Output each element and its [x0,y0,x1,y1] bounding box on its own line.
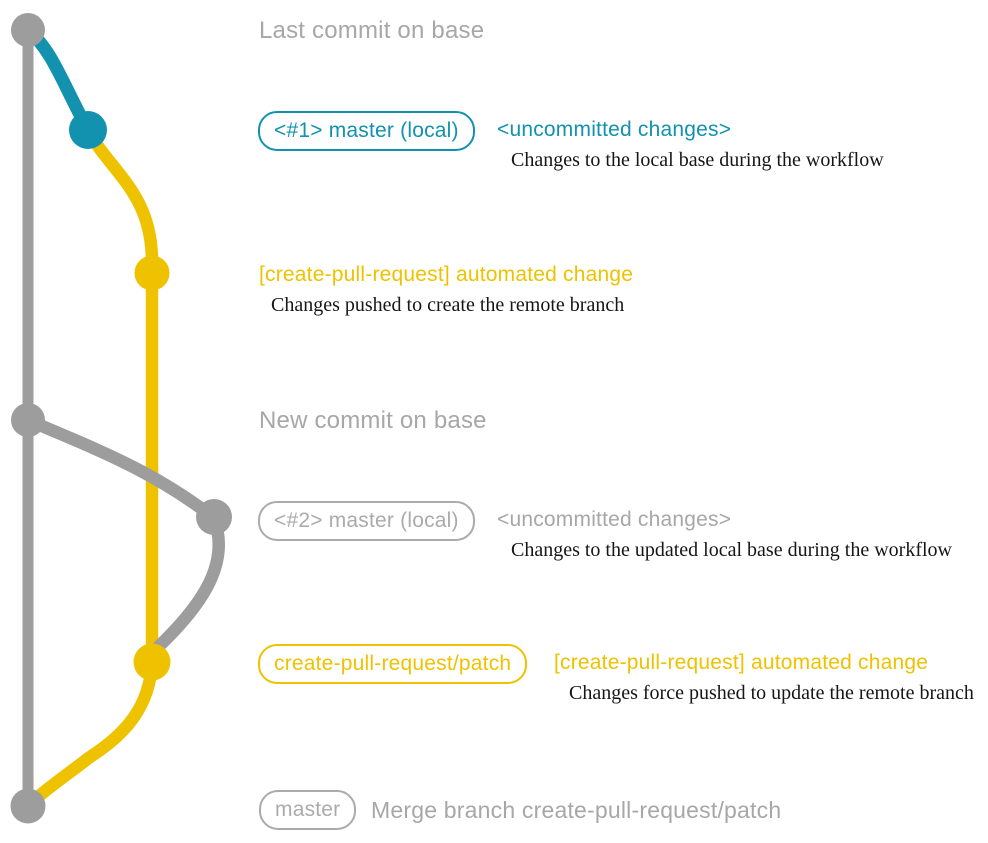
annotation-automated-change-1: [create-pull-request] automated change [259,263,634,286]
commit-node-base-tip [11,13,45,47]
commit-node-base-new [11,403,45,437]
caption-new-commit-on-base: New commit on base [259,407,487,434]
branch-label-master-local-1-text: <#1> master (local) [258,111,475,152]
commit-node-patch-1 [134,255,170,291]
commit-node-local-2 [196,499,232,535]
annotation-automated-change-2: [create-pull-request] automated change [554,651,929,674]
description-local-base-2: Changes to the updated local base during… [511,539,952,561]
local-branch-2-line [21,413,225,657]
description-force-push: Changes force pushed to update the remot… [569,682,974,704]
description-local-base-1: Changes to the local base during the wor… [511,149,884,171]
commit-node-patch-2 [133,643,171,681]
branch-label-master-text: master [259,790,357,831]
branch-label-master-local-2: <#2> master (local) [258,501,475,542]
branch-label-master-local-2-text: <#2> master (local) [258,501,475,542]
branch-label-patch: create-pull-request/patch [258,644,528,685]
git-graph [10,13,232,824]
caption-last-commit-on-base: Last commit on base [259,17,485,44]
description-push-create: Changes pushed to create the remote bran… [271,294,625,316]
branch-label-master: master [259,790,357,831]
merge-line [21,655,159,813]
branch-label-master-local-1: <#1> master (local) [258,111,475,152]
annotation-uncommitted-changes-2: <uncommitted changes> [497,508,732,531]
commit-node-merge [10,788,46,824]
commit-node-local-1 [69,111,107,149]
patch-branch-line [81,123,159,669]
branch-label-patch-text: create-pull-request/patch [258,644,528,685]
annotation-uncommitted-changes-1: <uncommitted changes> [497,118,732,141]
annotation-merge-branch: Merge branch create-pull-request/patch [371,797,782,823]
